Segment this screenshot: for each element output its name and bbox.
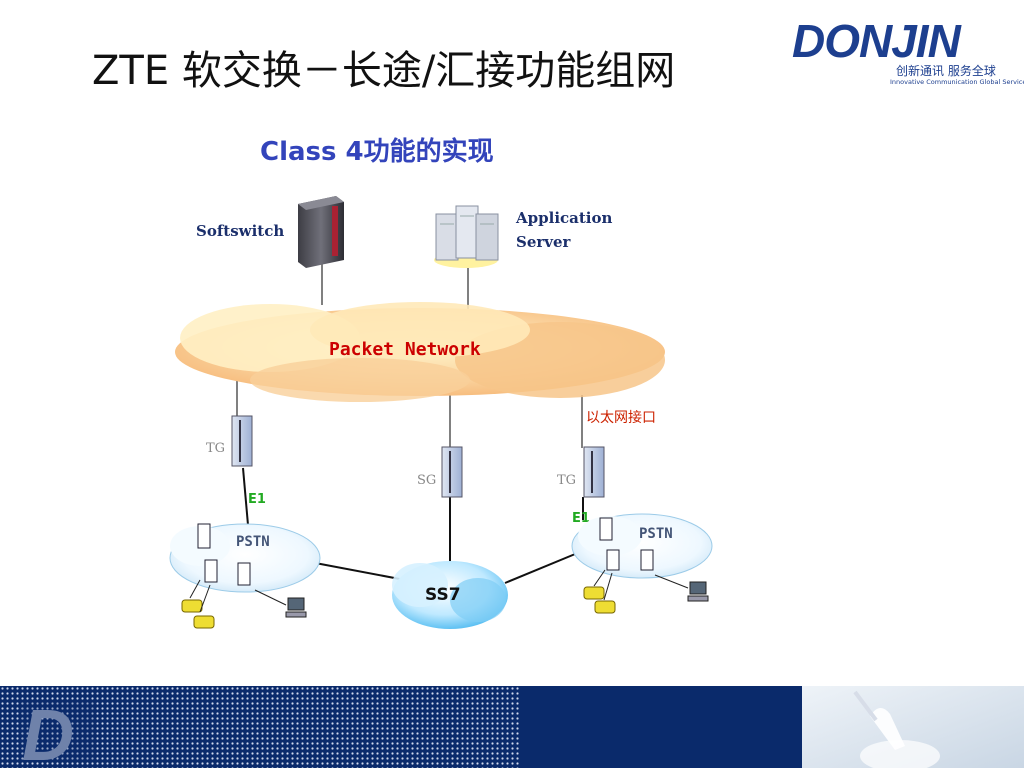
app-server-label-line2: Server — [516, 233, 572, 251]
telephone-icon — [181, 579, 215, 629]
ss7-cloud — [392, 561, 508, 629]
logo-tagline-cn: 创新通讯 服务全球 — [896, 64, 996, 78]
logo-tagline-en: Innovative Communication Global Services — [890, 78, 1024, 86]
logo-wordmark: DONJIN — [792, 15, 961, 67]
e1-right-label: E1 — [572, 511, 590, 526]
pstn-lines — [242, 467, 584, 584]
tg-right-label: TG — [557, 473, 576, 488]
tg-left-gateway — [231, 415, 253, 467]
pstn-left-label: PSTN — [236, 534, 270, 550]
network-diagram: Class 4功能的实现 Softswitch Application Serv… — [169, 136, 713, 629]
diagram-heading: Class 4功能的实现 — [260, 136, 494, 167]
pstn-right-label: PSTN — [639, 526, 673, 542]
footer-d-mark: D — [22, 696, 74, 768]
computer-icon — [654, 574, 709, 602]
donjin-logo: DONJIN 创新通讯 服务全球 Innovative Communicatio… — [792, 14, 1024, 94]
tg-right-gateway — [583, 446, 605, 498]
telephone-icon — [583, 569, 616, 614]
pstn-left-cloud — [169, 523, 321, 593]
app-server-label-line1: Application — [515, 209, 612, 227]
softswitch-label: Softswitch — [196, 222, 284, 240]
application-server — [434, 205, 499, 268]
tg-left-label: TG — [206, 441, 225, 456]
ethernet-interface-label: 以太网接口 — [586, 409, 656, 426]
sg-gateway — [441, 446, 463, 498]
ss7-label: SS7 — [425, 585, 461, 605]
computer-icon — [254, 589, 307, 618]
slide-title: ZTE 软交换－长途/汇接功能组网 — [92, 48, 676, 94]
footer-banner: D — [0, 686, 1024, 768]
sg-label: SG — [417, 473, 436, 488]
packet-network-cloud — [175, 302, 665, 402]
softswitch-server — [298, 196, 344, 268]
packet-network-label: Packet Network — [329, 339, 481, 360]
e1-left-label: E1 — [248, 492, 266, 507]
pstn-right-cloud — [571, 513, 713, 579]
